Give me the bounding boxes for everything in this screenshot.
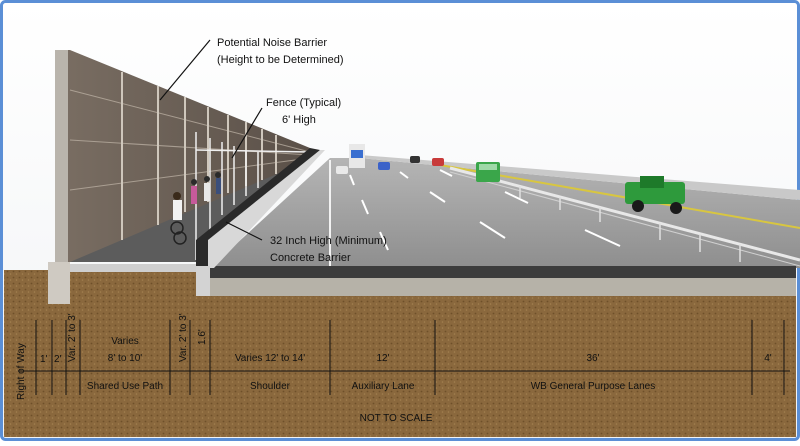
pavement-slab <box>205 266 796 278</box>
scale-note: NOT TO SCALE <box>360 413 433 424</box>
dimension-line <box>18 320 790 395</box>
concrete-barrier-sublabel: Concrete Barrier <box>270 252 351 264</box>
aux-width-label: 12' <box>376 353 389 364</box>
segment-shoulder: Shoulder <box>250 381 291 392</box>
lane-markings <box>349 169 621 251</box>
path-width-label: 8' to 10' <box>108 353 142 364</box>
noise-barrier-sublabel: (Height to be Determined) <box>217 54 344 66</box>
vehicle-semi-truck <box>349 144 365 168</box>
noise-barrier-label: Potential Noise Barrier <box>217 37 327 49</box>
segment-wb-lanes: WB General Purpose Lanes <box>531 381 656 392</box>
fence-sublabel: 6' High <box>282 114 316 126</box>
var-right-label: Var. 2' to 3' <box>178 313 189 362</box>
dim-2-label: 2' <box>54 354 62 365</box>
vehicle-dark-car <box>410 156 420 163</box>
right-of-way-label: Right of Way <box>16 343 27 400</box>
soil-section <box>4 270 796 437</box>
var-left-label: Var. 2' to 3' <box>67 313 78 362</box>
road-shoulder-far <box>360 155 800 200</box>
vehicle-white-car <box>336 166 348 174</box>
concrete-barrier-label: 32 Inch High (Minimum) <box>270 235 387 247</box>
wall-footing <box>48 262 70 304</box>
vehicle-blue-car <box>378 162 390 170</box>
barrier-footing <box>196 266 210 296</box>
end-width-label: 4' <box>764 353 772 364</box>
road-surface <box>210 158 800 268</box>
vehicle-red-car <box>432 158 444 166</box>
guard-rail <box>449 166 800 267</box>
concrete-barrier-top <box>208 150 325 268</box>
segment-auxiliary-lane: Auxiliary Lane <box>352 381 415 392</box>
cyclist <box>170 192 187 245</box>
gp-width-label: 36' <box>586 353 599 364</box>
fence-label: Fence (Typical) <box>266 97 341 109</box>
noise-wall-end-post <box>55 50 68 262</box>
segment-shared-use-path: Shared Use Path <box>87 381 163 392</box>
path-varies-label: Varies <box>111 336 139 347</box>
dim-1-label: 1' <box>40 354 48 365</box>
callout-leaders <box>159 39 263 241</box>
shoulder-width-label: Varies 12' to 14' <box>235 353 305 364</box>
noise-wall-panels <box>69 89 311 191</box>
road-base <box>205 278 796 296</box>
pedestrians <box>191 172 221 204</box>
vehicle-suv-green <box>476 162 500 182</box>
vehicle-truck-green <box>625 176 685 214</box>
dim-1-6-label: 1.6' <box>197 329 208 345</box>
path-slab <box>68 264 196 272</box>
